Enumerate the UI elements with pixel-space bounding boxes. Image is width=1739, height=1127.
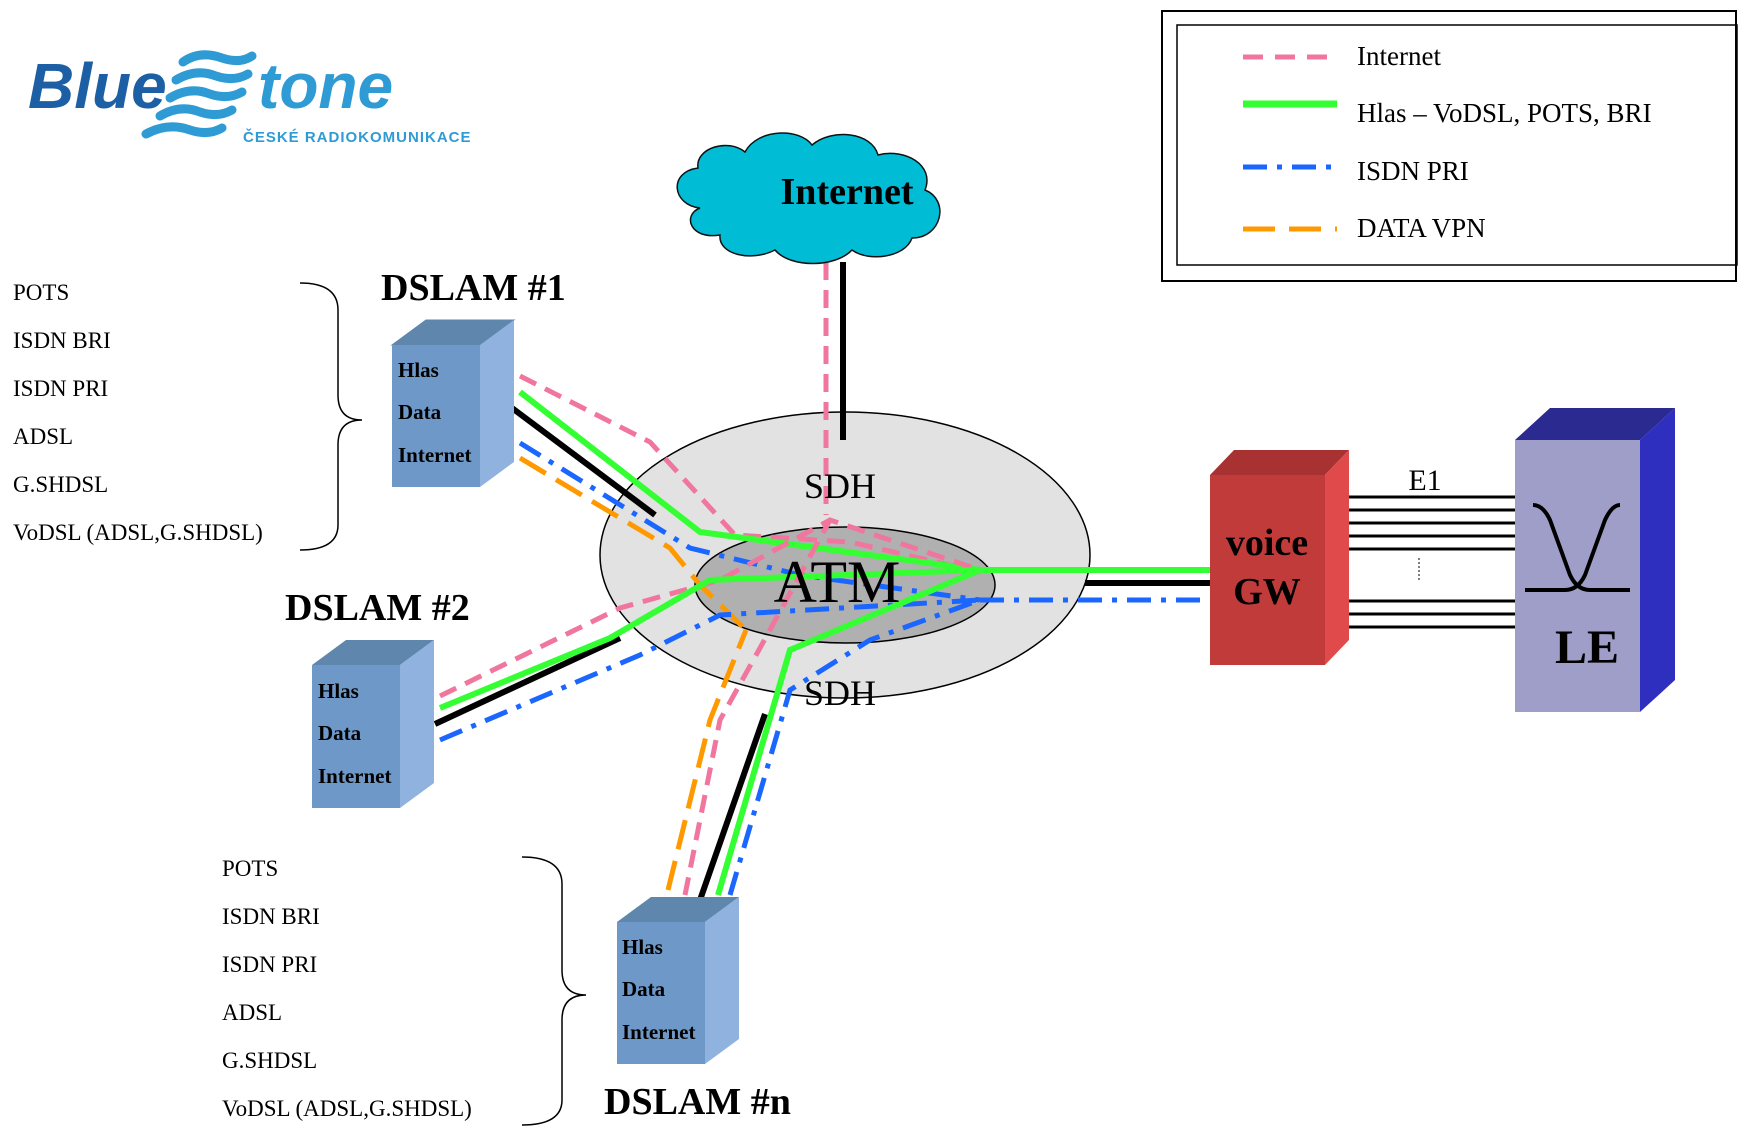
le-front xyxy=(1515,440,1640,712)
service-bottom-3: ISDN PRI xyxy=(222,952,317,977)
brace-top xyxy=(299,282,363,551)
link-d2-voice xyxy=(438,567,981,711)
service-bottom-6: VoDSL (ADSL,G.SHDSL) xyxy=(222,1096,472,1121)
voice-gw-line-1: voice xyxy=(1226,522,1308,564)
link-dn-voice xyxy=(715,567,982,896)
link-d2-black xyxy=(433,635,622,727)
voice-gw-line-2: GW xyxy=(1233,571,1301,613)
e1-lines xyxy=(1345,495,1515,629)
logo-subtitle: ČESKÉ RADIOKOMUNIKACE xyxy=(243,128,472,146)
le-label: LE xyxy=(1555,621,1619,674)
legend-label-internet: Internet xyxy=(1357,41,1441,71)
dslam-n: Hlas Data Internet xyxy=(617,897,739,1064)
dslam-1: Hlas Data Internet xyxy=(390,319,516,487)
dslam-1-title: DSLAM #1 xyxy=(381,267,566,309)
e1-label: E1 xyxy=(1408,464,1441,497)
local-exchange: LE xyxy=(1515,408,1675,712)
service-bottom-5: G.SHDSL xyxy=(222,1048,317,1073)
brace-bottom xyxy=(521,856,587,1126)
legend-label-voice: Hlas – VoDSL, POTS, BRI xyxy=(1357,98,1652,128)
service-top-6: VoDSL (ADSL,G.SHDSL) xyxy=(13,520,263,545)
link-dn-internet xyxy=(682,518,833,896)
link-d1-isdn xyxy=(518,440,981,603)
link-d2-isdn xyxy=(439,597,981,743)
dslam-2-line-3: Internet xyxy=(318,764,391,788)
link-d2-internet xyxy=(438,517,981,699)
link-dn-vpn xyxy=(665,629,749,891)
legend: Internet Hlas – VoDSL, POTS, BRI ISDN PR… xyxy=(1161,10,1738,282)
link-d1-internet xyxy=(518,373,981,575)
sdh-label-bottom: SDH xyxy=(804,673,876,713)
dslam-n-line-1: Hlas xyxy=(622,935,663,959)
switch-icon xyxy=(1525,503,1630,592)
dslam-2: Hlas Data Internet xyxy=(312,640,434,808)
service-top-4: ADSL xyxy=(13,424,73,449)
link-d1-vpn xyxy=(518,455,748,632)
legend-label-data-vpn: DATA VPN xyxy=(1357,213,1486,243)
service-top-3: ISDN PRI xyxy=(13,376,108,401)
logo-word-tone: tone xyxy=(258,50,393,122)
voice-gw: voice GW xyxy=(1210,450,1349,665)
bluestone-logo: Blue tone ČESKÉ RADIOKOMUNIKACE xyxy=(28,50,472,146)
dslam-n-title: DSLAM #n xyxy=(604,1081,791,1123)
voice-gw-front xyxy=(1210,475,1325,665)
legend-frame-inner xyxy=(1176,24,1738,266)
link-d1-voice xyxy=(518,389,981,573)
dslam-n-line-3: Internet xyxy=(622,1020,695,1044)
legend-label-isdn-pri: ISDN PRI xyxy=(1357,156,1469,186)
dslam-2-line-1: Hlas xyxy=(318,679,359,703)
service-top-2: ISDN BRI xyxy=(13,328,111,353)
dslam-1-front xyxy=(392,345,480,487)
service-bottom-4: ADSL xyxy=(222,1000,282,1025)
cloud-label: Internet xyxy=(781,171,914,213)
link-d1-black xyxy=(510,405,657,518)
dslam-1-line-1: Hlas xyxy=(398,358,439,382)
service-top-1: POTS xyxy=(13,280,69,305)
dslam-2-title: DSLAM #2 xyxy=(285,587,470,629)
link-dn-black xyxy=(697,713,768,901)
sdh-label-top: SDH xyxy=(804,466,876,506)
dslam-1-line-2: Data xyxy=(398,400,442,424)
service-bottom-2: ISDN BRI xyxy=(222,904,320,929)
dslam-n-front xyxy=(617,922,705,1064)
dslam-2-line-2: Data xyxy=(318,721,362,745)
logo-wave-s-icon xyxy=(141,50,257,139)
dslam-2-front xyxy=(312,665,400,808)
service-bottom-1: POTS xyxy=(222,856,278,881)
internet-cloud-icon xyxy=(676,132,941,265)
services-top: POTS ISDN BRI ISDN PRI ADSL G.SHDSL VoDS… xyxy=(13,280,263,545)
atm-label: ATM xyxy=(774,549,901,615)
dslam-1-line-3: Internet xyxy=(398,443,471,467)
link-dn-isdn xyxy=(727,597,981,896)
connections xyxy=(433,262,1515,901)
dslam-n-line-2: Data xyxy=(622,977,666,1001)
logo-word-blue: Blue xyxy=(28,50,167,122)
services-bottom: POTS ISDN BRI ISDN PRI ADSL G.SHDSL VoDS… xyxy=(222,856,472,1121)
service-top-5: G.SHDSL xyxy=(13,472,108,497)
